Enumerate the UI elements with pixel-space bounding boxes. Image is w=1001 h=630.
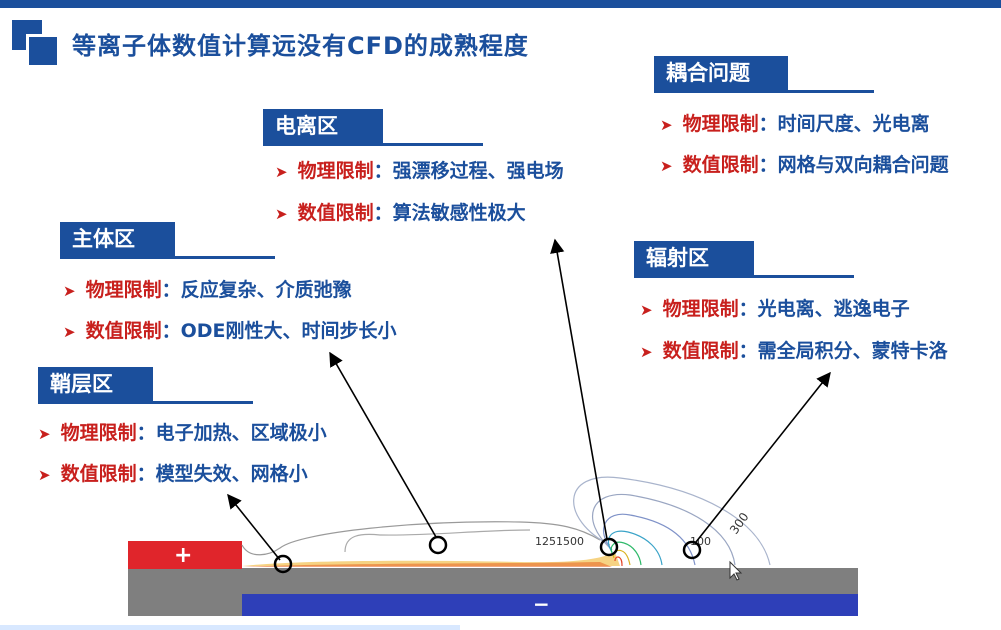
discharge-layer <box>242 552 620 566</box>
section-heading-sheath: 鞘层区 <box>38 367 153 401</box>
mouse-cursor-icon <box>729 560 743 581</box>
exposed-electrode <box>128 541 242 569</box>
bullet-numerical-sheath: ➤数值限制：模型失效、网格小 <box>38 463 308 485</box>
slide-title: 等离子体数值计算远没有CFD的成熟程度 <box>72 32 529 60</box>
bullet-physical-ionization: ➤物理限制：强漂移过程、强电场 <box>275 160 564 182</box>
positive-sign: + <box>174 543 193 568</box>
bullet-arrow-icon: ➤ <box>275 205 288 223</box>
discharge-core <box>242 562 612 567</box>
bullet-physical-sheath: ➤物理限制：电子加热、区域极小 <box>38 422 327 444</box>
arrow-to-sheath <box>227 493 281 561</box>
contour-lines <box>241 476 771 567</box>
bullet-numerical-ionization: ➤数值限制：算法敏感性极大 <box>275 202 526 224</box>
bullet-arrow-icon: ➤ <box>640 301 653 319</box>
marker-circle-sheath <box>273 554 293 574</box>
bullet-arrow-icon: ➤ <box>660 116 673 134</box>
logo-squares-icon <box>12 20 64 68</box>
bullet-arrow-icon: ➤ <box>275 163 288 181</box>
bullet-arrow-icon: ➤ <box>660 157 673 175</box>
contour-label-100: 100 <box>690 535 711 548</box>
bullet-physical-main: ➤物理限制：反应复杂、介质弛豫 <box>63 279 352 301</box>
bullet-arrow-icon: ➤ <box>38 425 51 443</box>
bullet-numerical-main: ➤数值限制：ODE刚性大、时间步长小 <box>63 320 397 342</box>
encapsulated-electrode <box>242 594 858 616</box>
negative-sign: − <box>533 592 550 616</box>
arrow-to-ionization <box>550 238 608 540</box>
marker-circle-radiation <box>682 540 702 560</box>
section-underline <box>634 275 854 278</box>
section-heading-main: 主体区 <box>60 222 175 256</box>
section-heading-coupling: 耦合问题 <box>654 56 788 90</box>
section-heading-ionization: 电离区 <box>263 109 383 143</box>
marker-circle-main <box>428 535 448 555</box>
arrow-to-main <box>329 351 437 538</box>
bullet-physical-coupling: ➤物理限制：时间尺度、光电离 <box>660 113 930 135</box>
section-underline <box>654 90 874 93</box>
section-underline <box>263 143 483 146</box>
section-underline <box>60 256 275 259</box>
marker-circle-ionization <box>599 537 619 557</box>
bullet-numerical-radiation: ➤数值限制：需全局积分、蒙特卡洛 <box>640 340 948 362</box>
top-accent-bar <box>0 0 1001 8</box>
arrow-to-radiation <box>695 371 831 543</box>
section-underline <box>38 401 253 404</box>
bullet-physical-radiation: ➤物理限制：光电离、逃逸电子 <box>640 298 910 320</box>
bullet-arrow-icon: ➤ <box>38 466 51 484</box>
bottom-progress-strip <box>0 625 460 630</box>
bullet-arrow-icon: ➤ <box>63 323 76 341</box>
bullet-numerical-coupling: ➤数值限制：网格与双向耦合问题 <box>660 154 949 176</box>
contour-label-1251500: 1251500 <box>535 535 584 548</box>
bullet-arrow-icon: ➤ <box>640 343 653 361</box>
section-heading-radiation: 辐射区 <box>634 241 754 275</box>
bullet-arrow-icon: ➤ <box>63 282 76 300</box>
